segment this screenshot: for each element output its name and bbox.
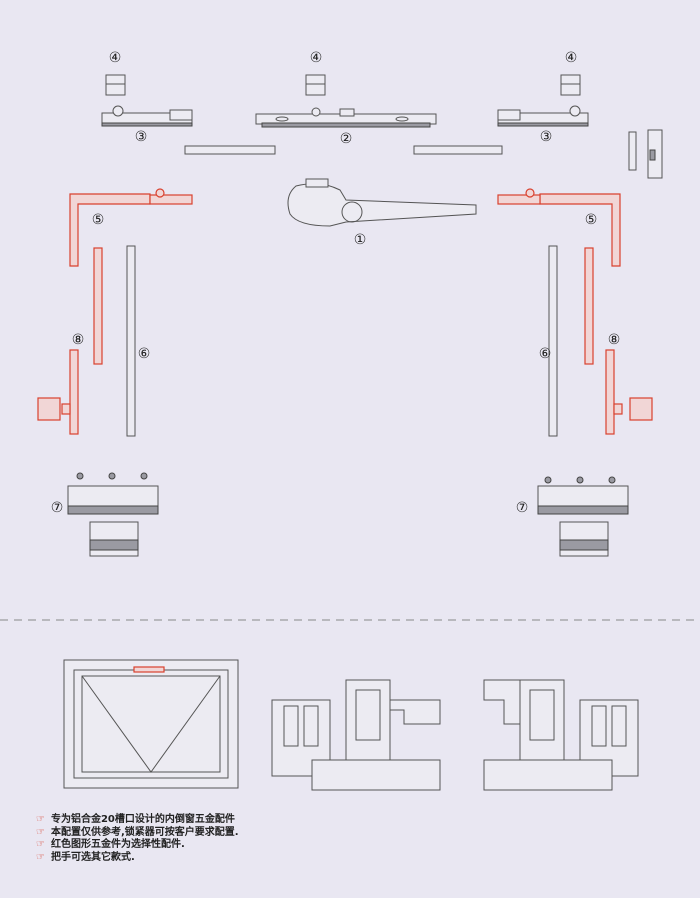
pointing-hand-icon: ☞ — [36, 814, 45, 825]
hinge-part-7-left — [67, 472, 159, 557]
label-7-right: ⑦ — [516, 500, 529, 516]
notes-list: ☞ 专为铝合金20槽口设计的内倒窗五金配件 ☞ 本配置仅供参考,锁紧器可按客户要求配… — [36, 814, 239, 864]
side-lock-part — [628, 129, 663, 179]
label-3-left: ③ — [135, 129, 148, 145]
red-strip-left — [93, 247, 103, 365]
corner-drive-part-3-left — [101, 105, 193, 127]
rail-right — [413, 145, 503, 155]
vertical-rod-part-6-right — [548, 245, 558, 437]
note-text: 把手可选其它款式. — [50, 851, 135, 863]
handle-part-1 — [287, 178, 477, 227]
label-4-right: ④ — [565, 50, 578, 66]
corner-stay-part-5-left — [69, 188, 193, 267]
corner-drive-part-3-right — [497, 105, 589, 127]
gear-drive-part-2 — [255, 107, 437, 128]
corner-stay-part-5-right — [497, 188, 621, 267]
lock-part-8-right — [605, 349, 653, 435]
label-5-left: ⑤ — [92, 212, 105, 228]
label-7-left: ⑦ — [51, 500, 64, 516]
lock-part-8-left — [37, 349, 79, 435]
rail-left — [184, 145, 276, 155]
keeper-part-4-left — [105, 74, 126, 96]
note-item: ☞ 红色图形五金件为选择性配件. — [36, 839, 239, 852]
keeper-part-4-center — [305, 74, 326, 96]
label-8-right: ⑧ — [608, 332, 621, 348]
pointing-hand-icon: ☞ — [36, 826, 45, 838]
note-text: 专为铝合金20槽口设计的内倒窗五金配件 — [50, 814, 235, 825]
note-item: ☞ 专为铝合金20槽口设计的内倒窗五金配件 — [36, 814, 239, 827]
profile-section-left — [271, 679, 441, 791]
note-text: 本配置仅供参考,锁紧器可按客户要求配置. — [50, 826, 239, 838]
label-6-right: ⑥ — [539, 346, 552, 362]
note-text: 红色图形五金件为选择性配件. — [50, 839, 185, 850]
label-3-right: ③ — [540, 129, 553, 145]
label-8-left: ⑧ — [72, 332, 85, 348]
note-item: ☞ 本配置仅供参考,锁紧器可按客户要求配置. — [36, 827, 239, 840]
vertical-rod-part-6-left — [126, 245, 136, 437]
hinge-part-7-right — [537, 476, 629, 557]
label-2: ② — [340, 131, 353, 147]
label-5-right: ⑤ — [585, 212, 598, 228]
label-1: ① — [354, 232, 367, 248]
keeper-part-4-right — [560, 74, 581, 96]
pointing-hand-icon: ☞ — [36, 839, 45, 850]
label-4-left: ④ — [109, 50, 122, 66]
pointing-hand-icon: ☞ — [36, 851, 45, 863]
label-6-left: ⑥ — [138, 346, 151, 362]
note-item: ☞ 把手可选其它款式. — [36, 852, 239, 865]
label-4-center: ④ — [310, 50, 323, 66]
window-elevation — [63, 659, 239, 789]
profile-section-right — [483, 679, 639, 791]
red-strip-right — [584, 247, 594, 365]
